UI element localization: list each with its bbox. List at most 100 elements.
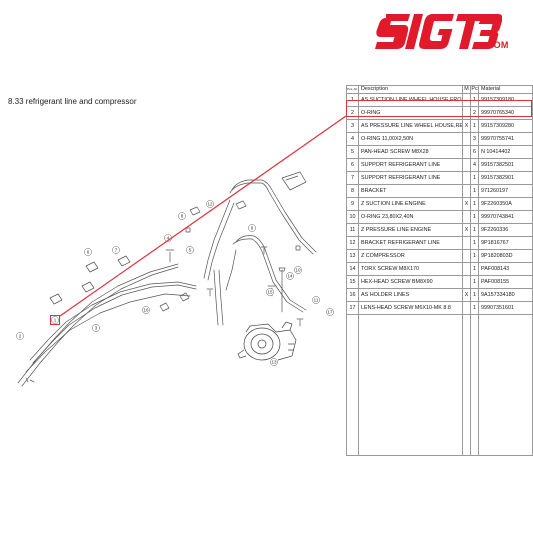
row-m <box>462 210 471 224</box>
row-description: AS HOLDER LINES <box>358 288 463 302</box>
row-pc: 1 <box>470 197 479 211</box>
svg-text:15: 15 <box>267 290 273 295</box>
row-m <box>462 236 471 250</box>
svg-text:16: 16 <box>143 308 149 313</box>
row-pc: 1 <box>470 288 479 302</box>
row-material: 9F2260350A <box>478 197 533 211</box>
row-pc: 1 <box>470 223 479 237</box>
row-pos: 6 <box>346 158 359 172</box>
row-m <box>462 93 471 107</box>
row-pc: 1 <box>470 93 479 107</box>
table-filler-cell <box>470 314 479 456</box>
svg-text:13: 13 <box>271 360 277 365</box>
row-pc: 6 <box>470 145 479 159</box>
callout-7: 7 <box>112 246 120 254</box>
pressure-line-engine <box>235 235 307 311</box>
svg-text:3: 3 <box>95 326 98 331</box>
callout-9: 9 <box>248 224 256 232</box>
row-m <box>462 249 471 263</box>
row-pc: 1 <box>470 119 479 133</box>
row-description: O-RING <box>358 106 463 120</box>
row-m: X <box>462 119 471 133</box>
callout-17: 17 <box>326 308 334 316</box>
svg-text:1: 1 <box>54 318 57 323</box>
svg-text:5: 5 <box>189 248 192 253</box>
svg-text:14: 14 <box>287 274 293 279</box>
row-description: AS PRESSURE LINE WHEEL HOUSE,REAR <box>358 119 463 133</box>
pressure-line-rear <box>29 281 197 361</box>
row-pos: 16 <box>346 288 359 302</box>
row-pos: 4 <box>346 132 359 146</box>
row-pos: 15 <box>346 275 359 289</box>
row-material: 99157382901 <box>478 171 533 185</box>
row-material: 99970765340 <box>478 106 533 120</box>
row-material: 9A157334180 <box>478 288 533 302</box>
callout-11: 11 <box>312 296 320 304</box>
row-m <box>462 184 471 198</box>
row-pc: 1 <box>470 262 479 276</box>
table-header-row: Pos.-Nr. Description M Pc Material <box>346 85 533 94</box>
row-pc: 1 <box>470 301 479 315</box>
row-m: X <box>462 288 471 302</box>
row-pc: 1 <box>470 236 479 250</box>
header-m: M <box>462 85 471 94</box>
row-pos: 8 <box>346 184 359 198</box>
row-description: SUPPORT REFRIGERANT LINE <box>358 158 463 172</box>
suction-line-front <box>17 263 179 384</box>
svg-text:8: 8 <box>181 214 184 219</box>
row-description: HEX-HEAD SCREW BM8X90 <box>358 275 463 289</box>
callout-10: 10 <box>294 266 302 274</box>
svg-text:17: 17 <box>327 310 333 315</box>
svg-text:11: 11 <box>314 298 319 303</box>
row-material: PAF008155 <box>478 275 533 289</box>
row-pos: 1 <box>346 93 359 107</box>
row-pos: 17 <box>346 301 359 315</box>
row-pos: 14 <box>346 262 359 276</box>
row-material: 9F2260336 <box>478 223 533 237</box>
table-filler-cell <box>346 314 359 456</box>
row-description: Z COMPRESSOR <box>358 249 463 263</box>
row-material: 99157309180 <box>478 93 533 107</box>
svg-text:4: 4 <box>167 236 170 241</box>
callout-16: 16 <box>142 306 150 314</box>
row-m <box>462 301 471 315</box>
row-material: 99907351601 <box>478 301 533 315</box>
row-pc: 3 <box>470 132 479 146</box>
row-material: N 10414402 <box>478 145 533 159</box>
row-material: 9P1820803D <box>478 249 533 263</box>
row-m <box>462 171 471 185</box>
row-description: Z PRESSURE LINE ENGINE <box>358 223 463 237</box>
row-material: 99157309280 <box>478 119 533 133</box>
row-pc: 2 <box>470 106 479 120</box>
row-m: X <box>462 223 471 237</box>
row-pc: 1 <box>470 184 479 198</box>
row-pc: 1 <box>470 171 479 185</box>
callout-6: 6 <box>84 248 92 256</box>
svg-text:9: 9 <box>251 226 254 231</box>
row-pc: 1 <box>470 249 479 263</box>
row-m: X <box>462 197 471 211</box>
highlight-leader-line <box>59 115 347 317</box>
callout-3: 3 <box>92 324 100 332</box>
support-clamp <box>85 261 99 273</box>
row-pos: 2 <box>346 106 359 120</box>
